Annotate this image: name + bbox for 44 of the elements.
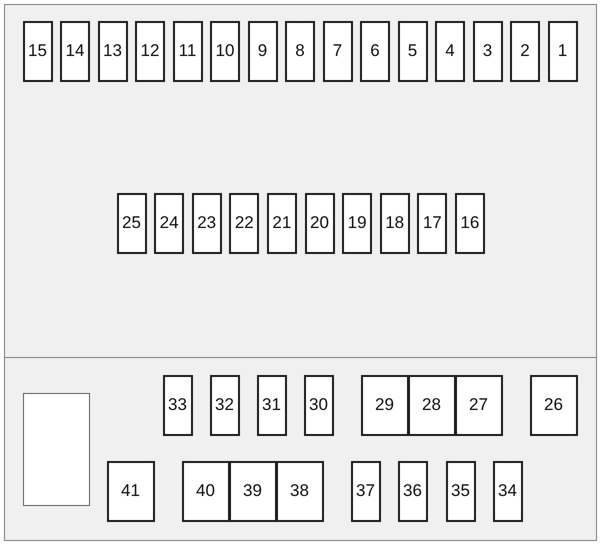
fuse-slot: 32 <box>210 374 240 436</box>
fuse-slot: 37 <box>350 460 380 522</box>
empty-slot <box>22 392 90 506</box>
fuse-slot: 16 <box>454 192 485 254</box>
fuse-slot: 4 <box>435 20 465 82</box>
panel-background <box>4 4 597 358</box>
fuse-slot: 2 <box>510 20 540 82</box>
fuse-slot: 34 <box>492 460 522 522</box>
fuse-slot: 25 <box>116 192 146 254</box>
fuse-slot: 27 <box>454 374 502 436</box>
fuse-slot: 14 <box>60 20 90 82</box>
fuse-slot: 9 <box>248 20 278 82</box>
fuse-slot: 24 <box>154 192 184 254</box>
fuse-slot: 22 <box>229 192 260 254</box>
fuse-slot: 28 <box>408 374 456 436</box>
fuse-slot: 21 <box>266 192 297 254</box>
fuse-slot: 30 <box>304 374 334 436</box>
fuse-slot: 26 <box>530 374 578 436</box>
fuse-slot: 23 <box>192 192 222 254</box>
fuse-slot: 7 <box>322 20 352 82</box>
fuse-slot: 20 <box>304 192 334 254</box>
fuse-slot: 39 <box>228 460 276 522</box>
panel-background <box>4 357 597 541</box>
fuse-slot: 15 <box>22 20 52 82</box>
fuse-slot: 1 <box>548 20 578 82</box>
fuse-slot: 12 <box>135 20 165 82</box>
fuse-slot: 31 <box>256 374 286 436</box>
fuse-slot: 13 <box>98 20 128 82</box>
fuse-slot: 5 <box>398 20 428 82</box>
fuse-slot: 38 <box>276 460 324 522</box>
fuse-slot: 3 <box>472 20 502 82</box>
fuse-slot: 11 <box>172 20 202 82</box>
fuse-slot: 33 <box>162 374 192 436</box>
fuse-slot: 41 <box>106 460 154 522</box>
fuse-slot: 40 <box>182 460 230 522</box>
fuse-slot: 36 <box>398 460 428 522</box>
fuse-slot: 8 <box>285 20 315 82</box>
fuse-slot: 19 <box>342 192 372 254</box>
fuse-slot: 10 <box>210 20 240 82</box>
fuse-slot: 18 <box>380 192 410 254</box>
fuse-slot: 6 <box>360 20 390 82</box>
fuse-slot: 29 <box>360 374 408 436</box>
fuse-slot: 17 <box>417 192 448 254</box>
fuse-slot: 35 <box>446 460 476 522</box>
